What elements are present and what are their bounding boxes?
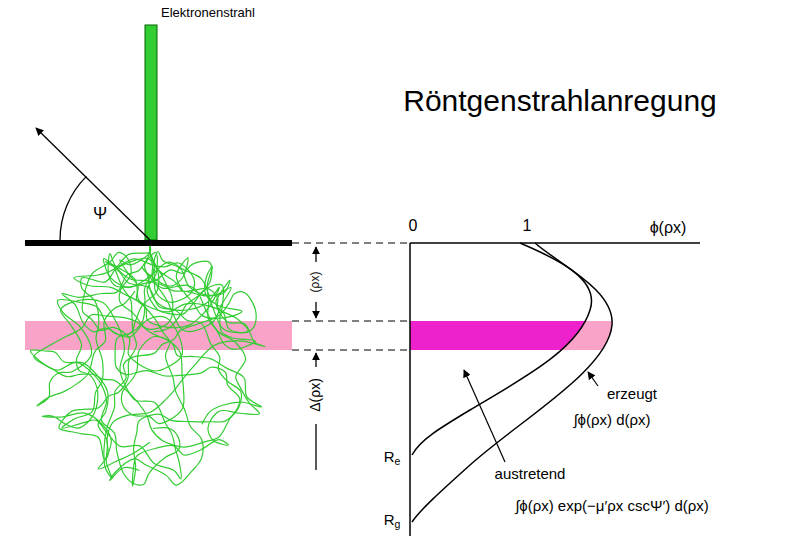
dimension-arrow xyxy=(315,302,316,318)
dimension-arrow xyxy=(315,247,316,262)
trajectory xyxy=(37,246,255,406)
electron-trajectories xyxy=(30,246,265,486)
guide-line xyxy=(292,350,410,351)
trajectory xyxy=(42,246,181,479)
label: ∫ϕ(ρx) exp(−μ′ρx cscΨ′) d(ρx) xyxy=(515,498,709,515)
trajectory xyxy=(34,246,262,447)
y-axis xyxy=(409,243,411,536)
label: Δ(ρx) xyxy=(308,378,323,412)
label: 1 xyxy=(523,217,532,235)
label: austretend xyxy=(495,466,566,483)
label: ϕ(ρx) xyxy=(650,219,687,237)
label: ∫ϕ(ρx) d(ρx) xyxy=(573,412,650,429)
guide-line xyxy=(292,243,410,244)
electron-beam xyxy=(145,25,157,240)
label: Rg xyxy=(384,512,401,530)
emitted-band xyxy=(410,321,670,350)
label: 0 xyxy=(409,217,418,235)
guide-line xyxy=(292,321,410,322)
trajectory xyxy=(108,246,259,486)
dimension-arrow xyxy=(315,353,316,367)
takeoff-arrow xyxy=(36,128,150,240)
x-axis xyxy=(410,242,700,244)
leader-arrow xyxy=(588,372,598,386)
label: Re xyxy=(384,449,401,467)
leader-arrow xyxy=(464,370,505,462)
label: Ψ xyxy=(93,205,107,224)
dimension-arrow xyxy=(315,424,316,470)
specimen-surface xyxy=(25,240,292,246)
generated-band xyxy=(410,321,670,350)
label: (ρx) xyxy=(309,272,322,293)
title: Röntgenstrahlanregung xyxy=(403,84,717,117)
generated-curve xyxy=(412,243,612,522)
emitted-curve xyxy=(412,243,592,455)
trajectory xyxy=(74,246,248,485)
angle-arc xyxy=(60,176,86,240)
trajectory xyxy=(30,246,256,485)
label: Elektronenstrahl xyxy=(161,6,255,20)
label: erzeugt xyxy=(607,386,657,403)
